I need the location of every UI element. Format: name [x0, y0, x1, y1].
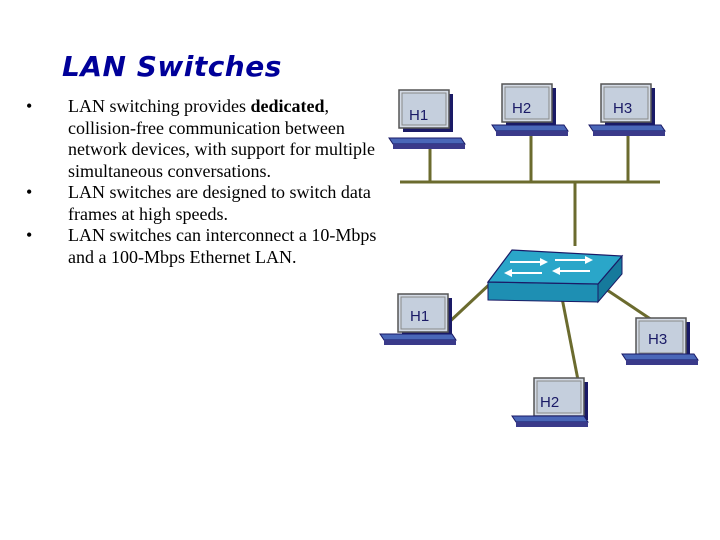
host-h3-top: H3 — [588, 83, 666, 137]
host-h3-switched: H3 — [621, 317, 699, 366]
host-label: H1 — [410, 308, 429, 325]
host-h2-top: H2 — [491, 83, 569, 137]
host-h1-top: H1 — [388, 89, 466, 150]
bullet-dot: • — [26, 96, 33, 116]
bullet-text-pre: LAN switching provides — [68, 96, 251, 116]
host-h2-switched: H2 — [511, 377, 589, 428]
host-h1-switched: H1 — [379, 293, 457, 346]
bullet-dot: • — [26, 182, 33, 202]
bullet-text-post: , collision-free communication between n… — [68, 96, 375, 181]
lan-switch — [486, 249, 624, 304]
slide-title: LAN Switches — [62, 50, 282, 83]
host-label: H2 — [540, 394, 559, 411]
bullet-item-2: • LAN switches are designed to switch da… — [26, 182, 386, 225]
bullet-text: LAN switches can interconnect a 10-Mbps … — [68, 225, 377, 267]
bullet-text-bold: dedicated — [250, 96, 325, 116]
host-label: H3 — [613, 100, 632, 117]
bullet-dot: • — [26, 225, 33, 245]
host-label: H1 — [409, 107, 428, 124]
host-label: H2 — [512, 100, 531, 117]
bullet-item-1: • LAN switching provides dedicated, coll… — [26, 96, 386, 182]
bullet-item-3: • LAN switches can interconnect a 10-Mbp… — [26, 225, 386, 268]
host-label: H3 — [648, 331, 667, 348]
bullet-text: LAN switches are designed to switch data… — [68, 182, 371, 224]
switch-arrows-icon — [504, 256, 593, 277]
switch-link-h2 — [560, 297, 580, 381]
bullet-list: • LAN switching provides dedicated, coll… — [26, 96, 386, 268]
